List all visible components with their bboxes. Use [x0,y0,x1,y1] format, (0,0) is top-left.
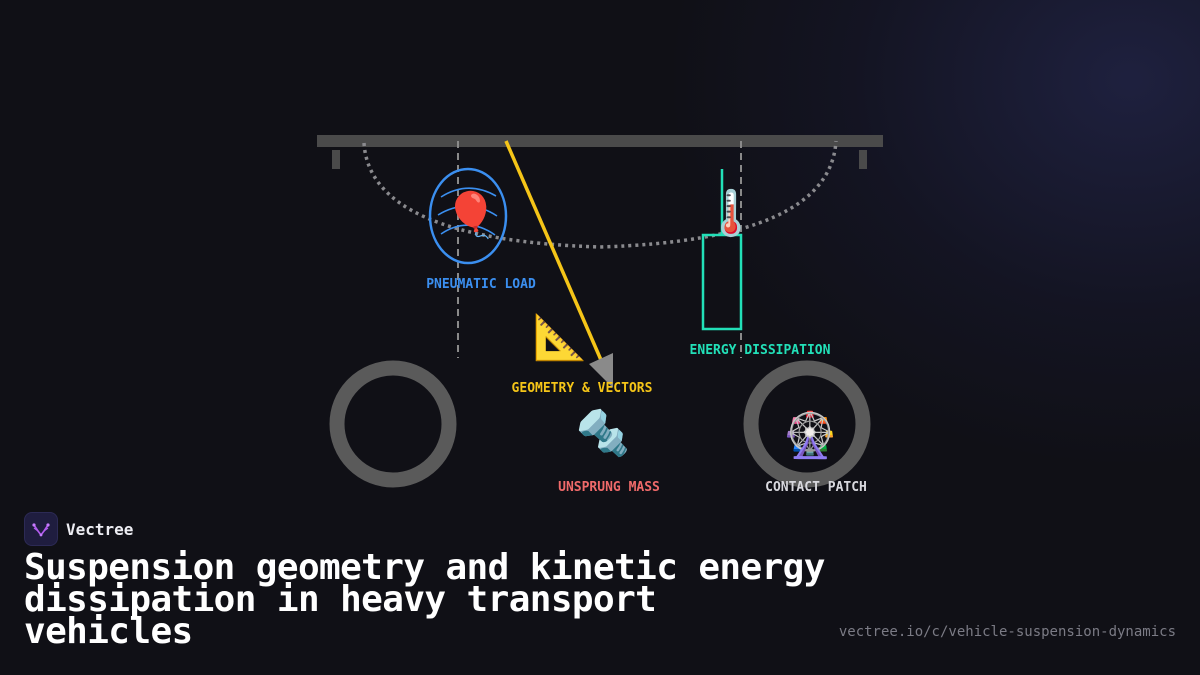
label-contact-patch: CONTACT PATCH [765,480,867,495]
chassis-bracket-right [859,150,867,169]
thermometer-icon: 🌡️ [704,188,759,239]
force-vector-arrowhead [589,353,613,388]
triangle-ruler-icon: 📐 [533,312,588,363]
balloon-icon: 🎈 [444,188,499,241]
wheel-right [743,360,871,488]
force-vector-shaft [504,140,603,361]
vectree-logo-icon [32,523,50,537]
air-spring-contour [440,224,496,236]
air-spring-contour [440,187,497,198]
page-title: Suspension geometry and kinetic energy d… [24,547,825,652]
chassis-bracket-left [332,150,340,169]
label-pneumatic-load: PNEUMATIC LOAD [426,277,536,292]
label-geometry-vectors: GEOMETRY & VECTORS [512,381,653,396]
brand[interactable]: Vectree [24,512,133,546]
air-spring-outline [428,167,508,265]
brand-logo [24,512,58,546]
label-unsprung-mass: UNSPRUNG MASS [558,480,660,495]
ferris-wheel-icon: 🎡 [783,410,838,461]
label-energy-dissipation: ENERGY DISSIPATION [690,343,831,358]
nut-and-bolt-icon: 🔩 [576,408,631,459]
wheel-left [329,360,457,488]
damper-body [701,233,743,331]
air-spring-contour [437,205,498,217]
chassis-beam [317,135,883,147]
brand-name: Vectree [66,519,134,539]
page-url[interactable]: vectree.io/c/vehicle-suspension-dynamics [838,624,1176,640]
